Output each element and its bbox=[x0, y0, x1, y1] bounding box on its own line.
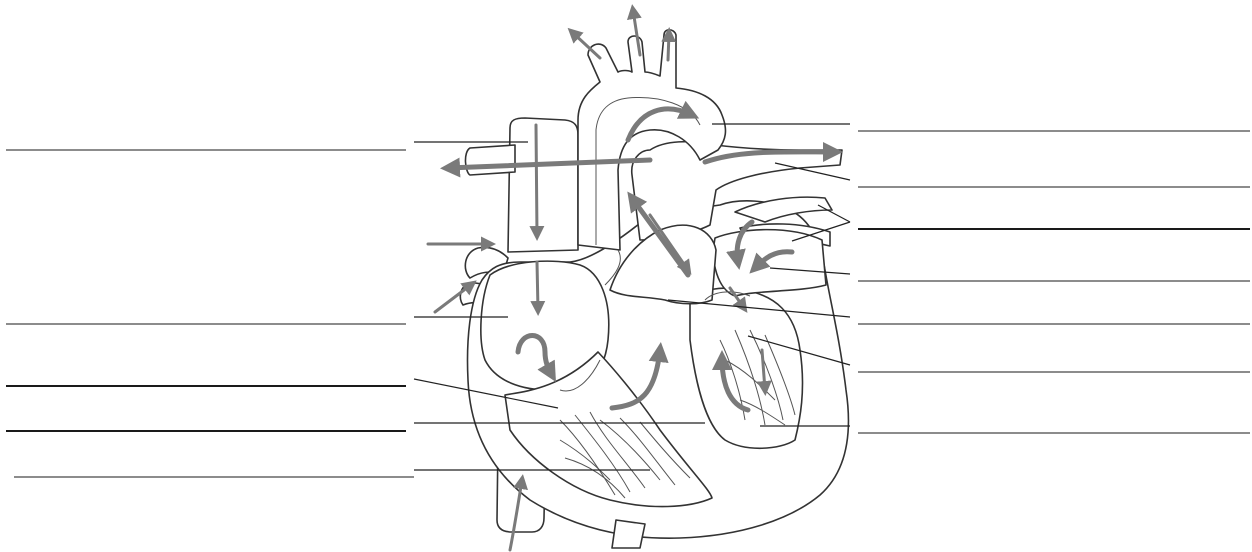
left-answer-lines bbox=[6, 150, 414, 477]
heart-illustration bbox=[414, 10, 850, 550]
right-pulmonary-veins bbox=[465, 145, 515, 175]
leader-right-3a bbox=[818, 205, 850, 222]
right-answer-lines bbox=[858, 131, 1250, 433]
flow-arrow-subclavian bbox=[668, 33, 669, 60]
flow-arrow-svc-2 bbox=[537, 262, 538, 310]
flow-arrow-svc bbox=[536, 125, 537, 235]
left-atrium bbox=[714, 230, 826, 296]
descending-aorta bbox=[612, 520, 645, 548]
superior-vena-cava bbox=[508, 118, 578, 252]
